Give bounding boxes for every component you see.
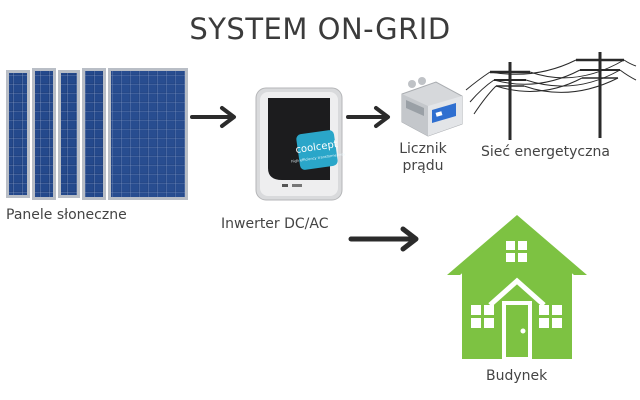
arrow-right-icon [346,106,390,128]
inverter-label: Inwerter DC/AC [221,216,329,232]
house-icon [447,215,587,361]
inverter-icon: coolcept high efficiency transformerless [255,87,345,201]
electric-meter-icon [401,77,463,137]
meter-label-line2: prądu [402,158,444,174]
grid-label: Sieć energetyczna [481,144,610,160]
inverter-brand-subtext: high efficiency transformerless [291,152,345,164]
panels-label: Panele słoneczne [6,207,127,223]
diagram-title: SYSTEM ON-GRID [189,12,451,46]
building-label: Budynek [486,368,548,384]
meter-label: Licznik prądu [395,141,451,175]
solar-panel-icon [6,68,188,200]
arrow-right-icon [348,226,419,252]
meter-label-line1: Licznik [399,141,447,157]
power-line-icon [465,52,637,140]
arrow-right-icon [190,106,236,128]
